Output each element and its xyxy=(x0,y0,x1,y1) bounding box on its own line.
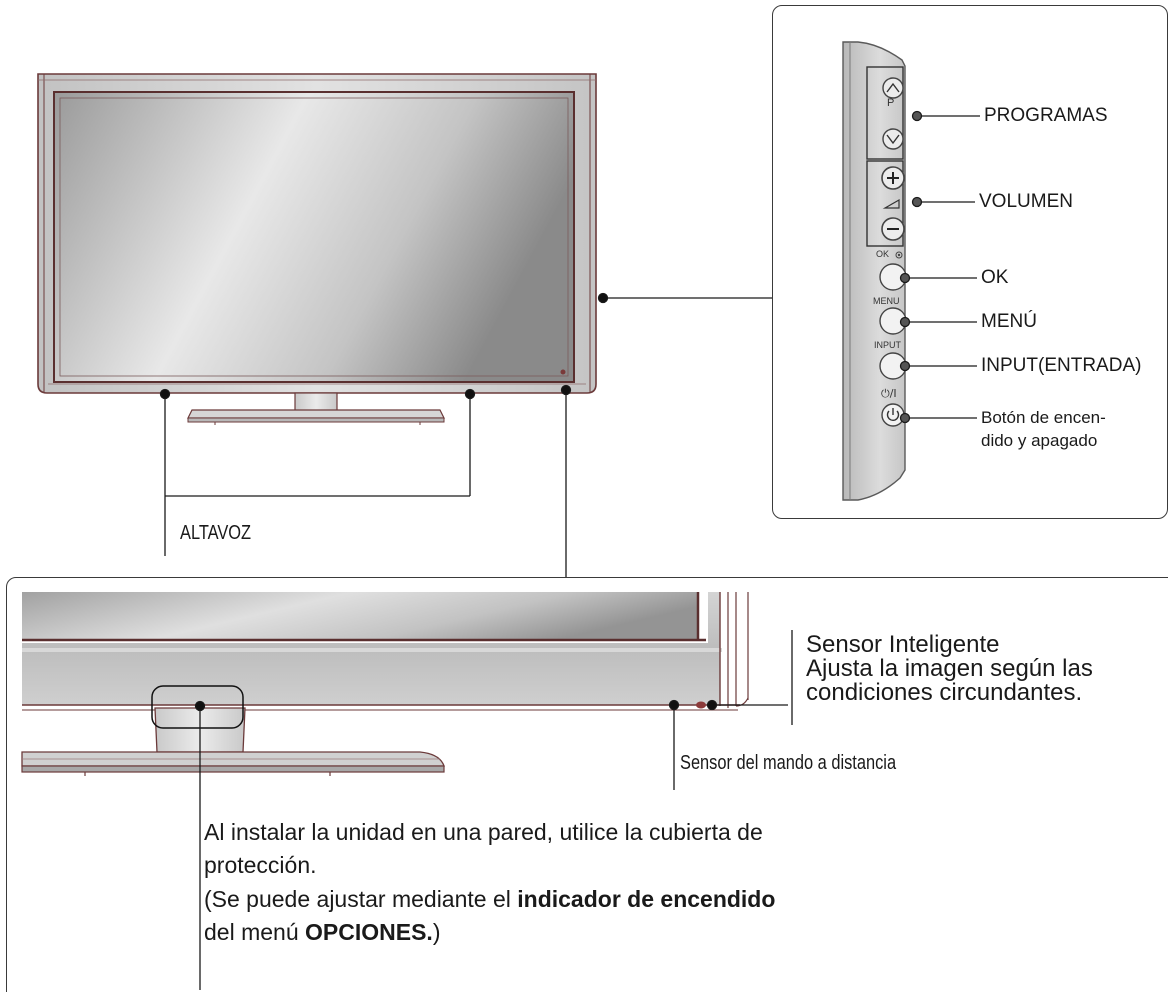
side-leader xyxy=(597,292,772,304)
zoomed-bottom-view xyxy=(21,592,749,776)
zoom-leader xyxy=(560,384,572,577)
wall-note-line3-b: indicador de encendido xyxy=(517,885,776,912)
speaker-leaders xyxy=(159,388,476,556)
panel-label-ok: OK xyxy=(876,249,890,259)
smart-sensor-line2: Ajusta la imagen según las xyxy=(806,655,1093,682)
panel-label-input: INPUT xyxy=(874,340,901,350)
wall-note-line4-a: del menú xyxy=(204,919,306,946)
panel-label-power: ⏻/I xyxy=(881,387,897,400)
callout-remote-sensor: Sensor del mando a distancia xyxy=(680,752,897,774)
smart-sensor-line3: condiciones circundantes. xyxy=(806,679,1083,706)
zoom-view-leaders xyxy=(194,630,793,990)
callout-menu: MENÚ xyxy=(981,311,1037,332)
smart-sensor-text: Sensor Inteligente Ajusta la imagen segú… xyxy=(806,633,1093,705)
wall-note-line4-b: OPCIONES. xyxy=(305,919,433,946)
callout-altavoz: ALTAVOZ xyxy=(180,522,252,544)
callout-programas: PROGRAMAS xyxy=(984,105,1108,126)
wall-note-line2: protección. xyxy=(204,852,317,879)
callout-power-line2: dido y apagado xyxy=(981,431,1098,450)
panel-label-p: P xyxy=(887,97,895,109)
callout-power-line1: Botón de encen- xyxy=(981,408,1106,427)
side-panel-illustration xyxy=(842,41,907,501)
smart-sensor-title: Sensor Inteligente xyxy=(806,631,1000,658)
tv-front-view xyxy=(37,73,597,425)
wall-note-line3-a: (Se puede ajustar mediante el xyxy=(204,885,518,912)
wall-note-line4: del menú OPCIONES.) xyxy=(204,916,775,949)
wall-note-line4-c: ) xyxy=(432,919,441,946)
panel-label-menu: MENU xyxy=(873,296,900,306)
wall-note-line1: Al instalar la unidad en una pared, util… xyxy=(204,819,763,845)
callout-volumen: VOLUMEN xyxy=(979,191,1073,212)
side-panel-box xyxy=(772,5,1168,519)
wall-note-line3: (Se puede ajustar mediante el indicador … xyxy=(204,883,775,916)
wall-note: Al instalar la unidad en una pared, util… xyxy=(204,816,775,949)
side-panel-leaders xyxy=(899,110,980,424)
callout-ok: OK xyxy=(981,267,1009,288)
zoom-box xyxy=(6,577,1168,992)
callout-input: INPUT(ENTRADA) xyxy=(981,355,1142,376)
